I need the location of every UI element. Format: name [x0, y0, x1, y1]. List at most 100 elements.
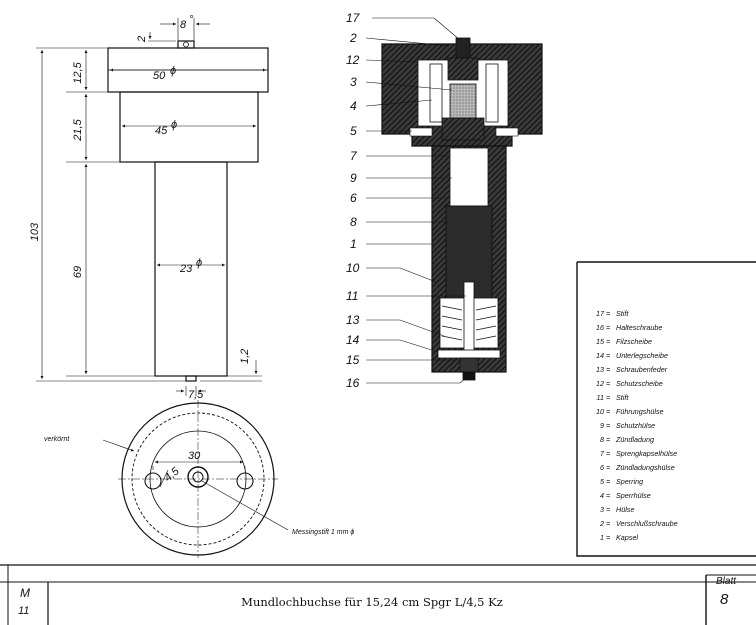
dim-bottom-pin-height: 1,2 [239, 349, 251, 364]
part-leaders [365, 17, 467, 384]
part-number: 14 [346, 333, 360, 347]
drawing-code-top: M [20, 586, 30, 600]
legend-part-name: Zündladungshülse [615, 463, 675, 472]
legend-part-name: Unterlegscheibe [616, 351, 668, 360]
right-hole [236, 472, 254, 490]
legend-part-name: Zündladung [615, 435, 654, 444]
elevation-dimension-labels: 103 12,5 21,5 69 50 ϕ 45 ϕ 23 ϕ 8 ° 2 7,… [29, 14, 251, 401]
legend-number: 15 [596, 337, 605, 346]
elevation-dimensions [36, 18, 266, 396]
part-number: 5 [350, 124, 357, 138]
legend-part-name: Kapsel [616, 533, 638, 542]
legend-part-name: Schutzhülse [616, 421, 655, 430]
sheet-label: Blatt [716, 576, 737, 587]
sheet-number: 8 [720, 591, 729, 608]
legend-list: 17=Stift16=Halteschraube15=Filzscheibe14… [596, 309, 678, 542]
part-number-labels: 17 2 12 3 4 5 7 9 6 8 1 10 11 13 14 15 1… [346, 11, 361, 390]
top-pin [177, 40, 195, 49]
legend-number: 11 [597, 393, 604, 402]
dim-shoulder-diameter-symbol: ϕ [171, 119, 177, 131]
legend-equals: = [606, 435, 610, 444]
legend-equals: = [606, 421, 610, 430]
legend-number: 7 [600, 449, 605, 458]
legend-part-name: Hülse [616, 505, 634, 514]
legend-number: 17 [596, 309, 605, 318]
dim-shoulder-diameter: 45 [155, 125, 168, 137]
legend-number: 16 [596, 323, 604, 332]
legend-part-name: Verschlußschraube [616, 519, 678, 528]
legend-equals: = [606, 463, 610, 472]
legend-equals: = [606, 533, 610, 542]
part-number: 4 [350, 99, 357, 113]
drawing-code-bottom: 11 [18, 605, 29, 617]
legend-number: 5 [600, 477, 605, 486]
legend-equals: = [606, 337, 610, 346]
title-block-text: M 11 Mundlochbuchse für 15,24 cm Spgr L/… [18, 576, 737, 617]
legend-part-name: Sprengkapselhülse [616, 449, 677, 458]
legend-number: 9 [600, 421, 604, 430]
legend-number: 10 [596, 407, 604, 416]
legend-equals: = [606, 519, 610, 528]
legend-box [576, 261, 756, 557]
legend-part-name: Führungshülse [616, 407, 664, 416]
dim-cap-diameter: 50 [153, 70, 166, 82]
part-number: 10 [346, 261, 360, 275]
legend-part-name: Schutzscheibe [616, 379, 663, 388]
label-messingstift: Messingstift 1 mm ϕ [292, 529, 354, 536]
legend-number: 6 [600, 463, 604, 472]
part-number: 7 [350, 149, 358, 163]
legend-number: 1 [600, 533, 604, 542]
part-number: 2 [349, 31, 357, 45]
dim-hole-distance: 30 [188, 450, 201, 462]
legend-equals: = [606, 365, 610, 374]
legend-number: 14 [596, 351, 604, 360]
legend-equals: = [606, 477, 610, 486]
legend-number: 4 [600, 491, 604, 500]
legend-equals: = [606, 393, 610, 402]
legend-equals: = [606, 491, 610, 500]
dim-bottom-pin-diameter: 7,5 [188, 389, 204, 401]
dim-body-diameter: 23 [179, 263, 193, 275]
legend-part-name: Sperrhülse [616, 491, 651, 500]
part-number: 16 [346, 376, 360, 390]
bottom-view [102, 400, 289, 558]
part-number: 12 [346, 53, 360, 67]
legend-part-name: Schraubenfeder [616, 365, 668, 374]
shoulder-outline [119, 91, 259, 163]
legend-part-name: Halteschraube [616, 323, 662, 332]
legend-number: 13 [596, 365, 604, 374]
legend-part-name: Stift [616, 393, 629, 402]
part-number: 6 [350, 191, 357, 205]
legend-number: 3 [600, 505, 604, 514]
elevation-view [107, 40, 269, 382]
legend-equals: = [606, 323, 610, 332]
dim-body-height: 69 [72, 266, 84, 278]
part-number: 8 [350, 215, 357, 229]
section-view [381, 37, 543, 381]
part-number: 13 [346, 313, 360, 327]
part-number: 1 [350, 237, 357, 251]
legend-equals: = [606, 351, 610, 360]
legend-number: 12 [596, 379, 604, 388]
dim-pin-width: 8 [180, 19, 187, 31]
legend-number: 2 [599, 519, 604, 528]
legend-equals: = [606, 505, 610, 514]
dim-pin-height: 2 [136, 36, 148, 43]
dim-pin-width-degree: ° [189, 14, 194, 26]
legend-part-name: Filzscheibe [616, 337, 652, 346]
part-number: 9 [350, 171, 357, 185]
dim-total-height: 103 [29, 222, 41, 241]
bottom-view-labels: 30 4,5 verkörnt Messingstift 1 mm ϕ [44, 436, 354, 536]
part-number: 3 [350, 75, 357, 89]
legend-equals: = [606, 309, 610, 318]
legend-number: 8 [600, 435, 604, 444]
dim-hole-diameter: 4,5 [162, 465, 182, 485]
bottom-pin [185, 375, 197, 382]
legend-equals: = [606, 379, 610, 388]
dim-cap-height: 12,5 [72, 61, 84, 83]
legend-equals: = [606, 449, 610, 458]
legend-part-name: Stift [616, 309, 629, 318]
dim-shoulder-height: 21,5 [72, 118, 84, 141]
part-number: 15 [346, 353, 360, 367]
